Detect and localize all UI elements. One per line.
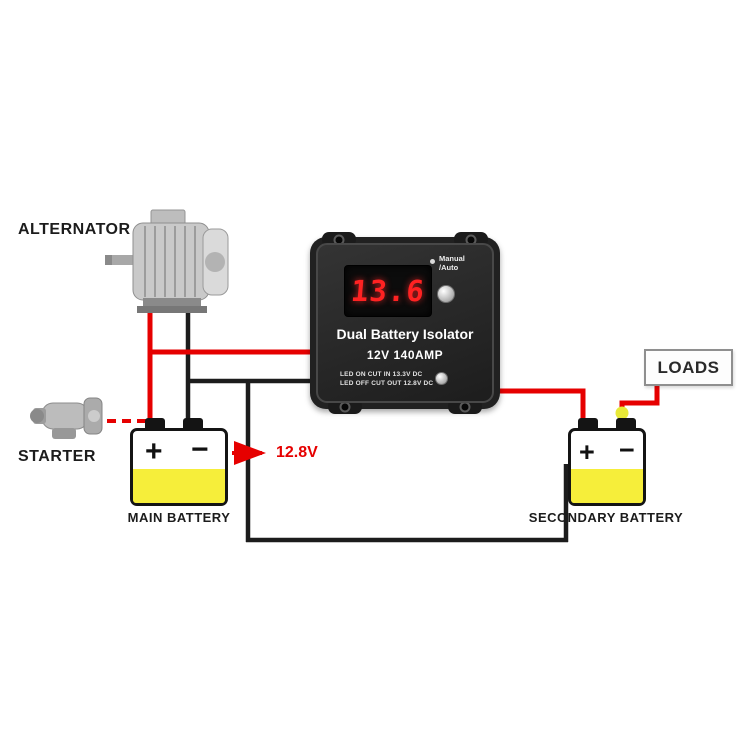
main-battery-label: MAIN BATTERY	[127, 510, 231, 525]
plus-sign: +	[579, 437, 595, 467]
voltage-annotation: 12.8V	[276, 444, 318, 461]
spec-line1: LED ON CUT IN 13.3V DC	[340, 371, 423, 378]
device-specs: LED ON CUT IN 13.3V DC LED OFF CUT OUT 1…	[340, 371, 433, 388]
main-battery-fill	[133, 469, 225, 503]
mode-line1: Manual	[439, 254, 465, 263]
main-battery-positive-terminal	[145, 418, 165, 429]
minus-sign: −	[619, 435, 635, 465]
device-title: Dual Battery Isolator	[336, 326, 474, 342]
device-face-panel: 13.6 Manual /Auto Dual Battery Isolator …	[316, 243, 494, 403]
voltage-display: 13.6	[344, 265, 432, 317]
secondary-battery: + −	[568, 418, 646, 506]
main-battery-negative-terminal	[183, 418, 203, 429]
device-rating: 12V 140AMP	[366, 348, 444, 362]
secondary-battery-fill	[571, 469, 643, 503]
loads-label: LOADS	[657, 357, 720, 377]
wire-isolator-to-secondary-battery	[497, 388, 586, 424]
starter-label: STARTER	[18, 448, 96, 465]
secondary-battery-positive-terminal	[578, 418, 598, 429]
mode-button	[437, 285, 455, 303]
spec-line2: LED OFF CUT OUT 12.8V DC	[340, 379, 434, 387]
mode-line2: /Auto	[439, 263, 459, 272]
starter-motor-icon	[30, 397, 103, 439]
display-digits: 13.6	[349, 274, 427, 308]
secondary-battery-negative-terminal	[616, 418, 636, 429]
status-button	[435, 372, 448, 385]
secondary-battery-label: SECONDARY BATTERY	[528, 510, 684, 525]
alternator-label: ALTERNATOR	[18, 221, 131, 238]
loads-box: LOADS	[644, 349, 733, 386]
minus-sign: −	[191, 433, 209, 466]
battery-isolator-device: 13.6 Manual /Auto Dual Battery Isolator …	[310, 232, 500, 414]
plus-sign: +	[145, 435, 163, 468]
alternator-icon	[105, 209, 229, 313]
yellow-connector-dot	[615, 406, 629, 420]
mode-label: Manual /Auto	[439, 254, 465, 272]
main-battery: + −	[130, 418, 228, 506]
indicator-led-icon	[430, 259, 435, 264]
